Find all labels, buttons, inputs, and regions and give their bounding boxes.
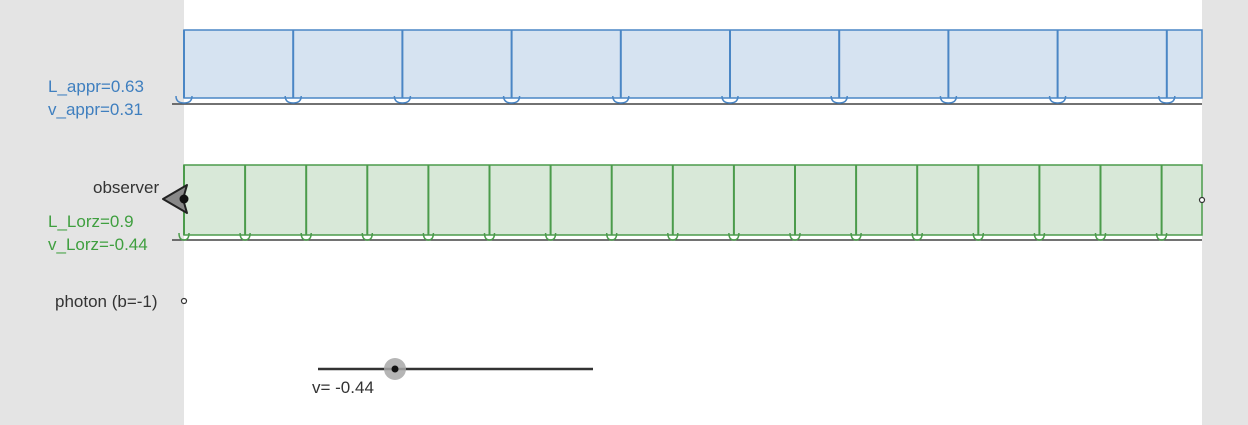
rod-tick [789,165,801,241]
rod-tick [284,30,302,104]
rod-tick [1158,30,1176,104]
lorentz-rod-body [183,164,1203,236]
rod-tick [483,165,496,241]
lorentz-length-label: L_Lorz=0.9 [48,212,134,231]
rod-tick [850,165,862,241]
rod-tick [502,30,521,104]
lorentz-rod-ticks [178,165,1168,241]
observer-marker-icon[interactable] [162,184,189,214]
apparent-rod-ticks [175,30,1176,104]
rod-tick [361,165,374,241]
rod-tick [939,30,958,104]
rod-tick [1033,165,1046,241]
observer-label: observer [93,178,160,197]
rod-tick [830,30,848,104]
rod-tick [612,30,630,104]
rod-tick [422,165,435,241]
rod-tick [300,165,312,241]
velocity-slider[interactable] [318,358,593,380]
slider-value-label: v= -0.44 [312,378,374,397]
rod-tick [911,165,923,241]
photon-point-icon[interactable] [180,297,188,305]
rod-tick [972,165,985,241]
rod-tick [239,165,251,241]
lorentz-rod[interactable] [172,164,1203,241]
rod-tick [1094,165,1107,241]
rod-tick [393,30,412,104]
rod-tick [605,165,618,241]
apparent-rod-body [183,29,1203,99]
rod-tick [175,30,193,104]
rod-tick [1155,165,1168,241]
rod-tick [544,165,557,241]
apparent-length-label: L_appr=0.63 [48,77,144,96]
rod-end-point-icon[interactable] [1198,196,1206,204]
rod-tick [728,165,740,241]
slider-handle[interactable] [391,365,399,373]
lorentz-velocity-label: v_Lorz=-0.44 [48,235,148,254]
apparent-rod[interactable] [172,29,1203,105]
rod-tick [721,30,739,104]
apparent-velocity-label: v_appr=0.31 [48,100,143,119]
rod-tick [1048,30,1067,104]
rod-tick [667,165,679,241]
photon-label: photon (b=-1) [55,292,158,311]
